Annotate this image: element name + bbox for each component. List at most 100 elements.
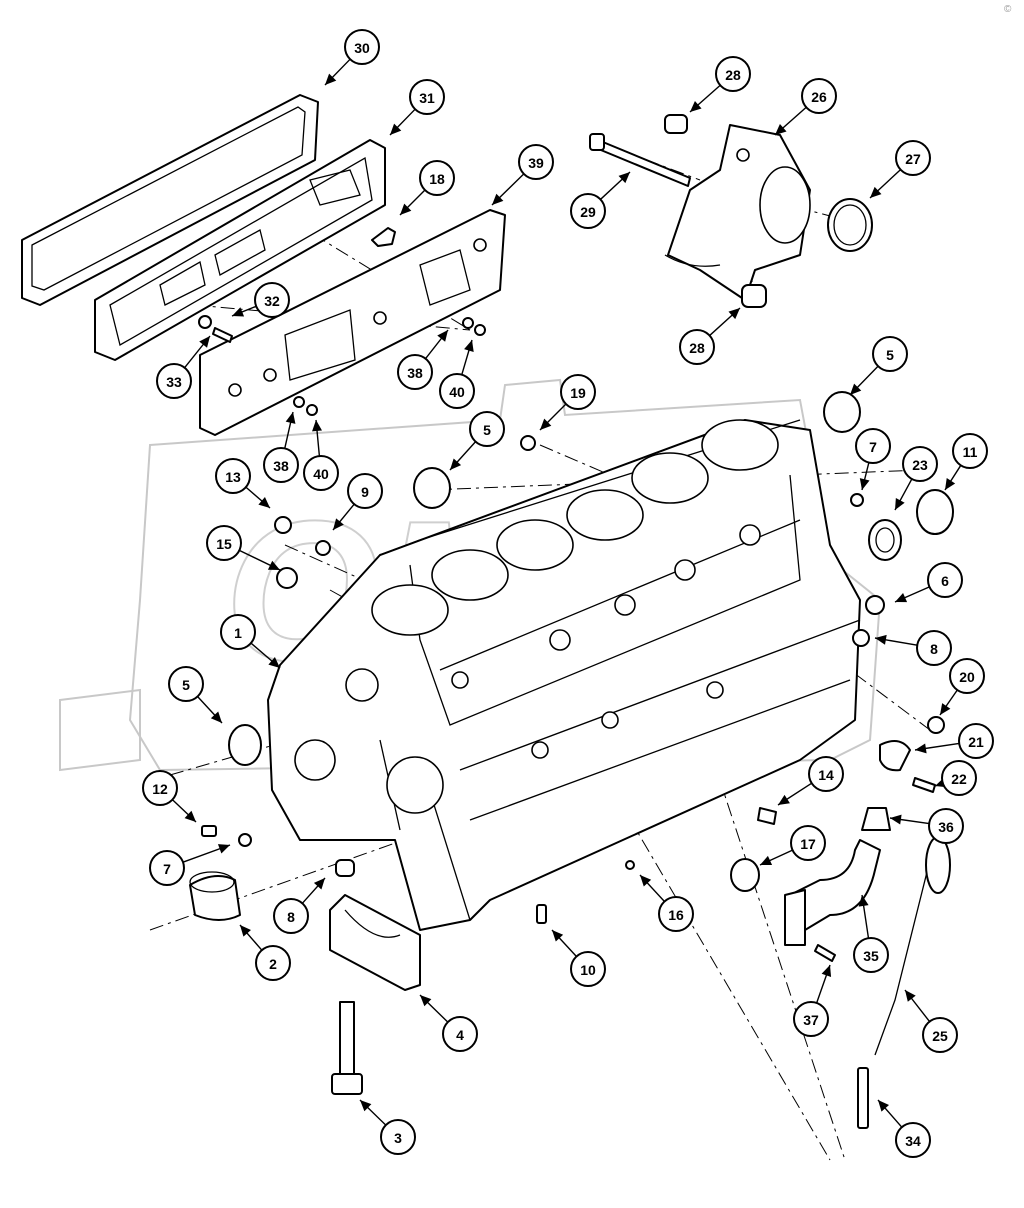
callout-arrowhead — [437, 330, 448, 342]
callout-label: 5 — [483, 422, 491, 438]
screw-37 — [814, 944, 836, 962]
callout-label: 30 — [354, 40, 370, 56]
expansion-plug-11 — [916, 489, 954, 535]
callout-arrowhead — [390, 123, 402, 135]
callout-circle — [895, 1122, 931, 1158]
callout-11-expansion-plug: 11 — [944, 433, 988, 491]
plug-6 — [865, 595, 885, 615]
callout-5-expansion-plug: 5 — [849, 336, 908, 396]
callout-37-screw: 37 — [793, 964, 832, 1037]
plug-15 — [276, 567, 298, 589]
callout-20-plug: 20 — [939, 658, 985, 716]
callout-label: 21 — [968, 734, 984, 750]
callout-circle — [922, 1017, 958, 1053]
callout-circle — [560, 374, 596, 410]
callout-label: 1 — [234, 625, 242, 641]
callout-circle — [808, 756, 844, 792]
callout-label: 26 — [811, 89, 827, 105]
plug-28-bottom — [741, 284, 767, 308]
callout-label: 39 — [528, 155, 544, 171]
callout-arrowhead — [360, 1100, 372, 1112]
plug-8-right — [852, 629, 870, 647]
callout-arrowhead — [895, 592, 908, 603]
callout-circle — [958, 723, 994, 759]
callout-17-bushing: 17 — [759, 825, 826, 866]
stud-bolt — [595, 139, 691, 187]
plug-14 — [757, 807, 777, 825]
callout-15-plug: 15 — [206, 525, 281, 571]
callout-label: 13 — [225, 469, 241, 485]
callout-circle — [303, 455, 339, 491]
callout-40-nut: 40 — [303, 419, 339, 491]
callout-circle — [255, 945, 291, 981]
callout-arrowhead — [217, 844, 230, 854]
callout-label: 5 — [886, 347, 894, 363]
callout-31-cover-plate: 31 — [389, 79, 445, 136]
callout-circle — [263, 447, 299, 483]
callout-16-ball: 16 — [639, 874, 694, 932]
seal-ring — [827, 198, 873, 252]
callout-circle — [156, 363, 192, 399]
callout-25-dipstick: 25 — [904, 989, 958, 1053]
callout-3-cap-screw: 3 — [359, 1099, 416, 1155]
seal-23 — [868, 519, 902, 561]
callout-arrowhead — [199, 336, 210, 348]
callout-arrowhead — [267, 560, 280, 570]
callout-circle — [853, 937, 889, 973]
callout-circle — [273, 898, 309, 934]
stud-bolt-head — [589, 133, 605, 151]
callout-arrowhead — [400, 203, 412, 215]
callout-circle — [949, 658, 985, 694]
plug-7-left — [238, 833, 252, 847]
callout-label: 38 — [273, 458, 289, 474]
plug-28-top — [664, 114, 688, 134]
breather-36 — [861, 807, 891, 831]
callout-circle — [895, 140, 931, 176]
callout-circle — [872, 336, 908, 372]
callout-arrowhead — [859, 478, 870, 490]
callout-arrowhead — [420, 995, 432, 1007]
callout-label: 32 — [264, 293, 280, 309]
callout-8-plug: 8 — [273, 877, 326, 934]
callout-circle — [658, 896, 694, 932]
callout-circle — [715, 56, 751, 92]
callout-circle — [439, 373, 475, 409]
dipstick-tube — [784, 839, 881, 946]
callout-1-cylinder-block: 1 — [220, 614, 281, 669]
callout-label: 28 — [689, 340, 705, 356]
callout-7-plug: 7 — [149, 844, 231, 886]
tube-34 — [857, 1067, 869, 1129]
callout-label: 40 — [313, 466, 329, 482]
callout-circle — [419, 160, 455, 196]
callout-circle — [928, 808, 964, 844]
callout-arrowhead — [312, 420, 323, 432]
callout-label: 35 — [863, 948, 879, 964]
callout-label: 28 — [725, 67, 741, 83]
callout-circle — [215, 458, 251, 494]
callout-19-plug: 19 — [539, 374, 596, 431]
callout-40-nut: 40 — [439, 339, 475, 409]
callout-circle — [254, 282, 290, 318]
callout-label: 36 — [938, 819, 954, 835]
callout-label: 22 — [951, 771, 967, 787]
callout-arrowhead — [464, 340, 474, 352]
callout-arrowhead — [821, 965, 832, 978]
cylinder-block — [267, 419, 861, 931]
callout-arrowhead — [258, 497, 270, 508]
callout-arrowhead — [775, 123, 787, 135]
callout-circle — [570, 951, 606, 987]
callout-label: 16 — [668, 907, 684, 923]
callout-arrowhead — [552, 930, 564, 942]
callout-2-bushing: 2 — [239, 924, 291, 981]
callout-label: 17 — [800, 836, 816, 852]
callout-arrowhead — [450, 458, 462, 470]
callout-38-washer: 38 — [263, 411, 299, 483]
callout-34-tube: 34 — [877, 1099, 931, 1158]
callout-label: 7 — [163, 861, 171, 877]
callout-arrowhead — [333, 518, 344, 530]
callout-27-seal-ring: 27 — [869, 140, 931, 199]
callout-arrowhead — [850, 383, 862, 395]
callout-5-expansion-plug: 5 — [449, 411, 505, 471]
callout-arrowhead — [618, 172, 630, 184]
callout-label: 6 — [941, 573, 949, 589]
